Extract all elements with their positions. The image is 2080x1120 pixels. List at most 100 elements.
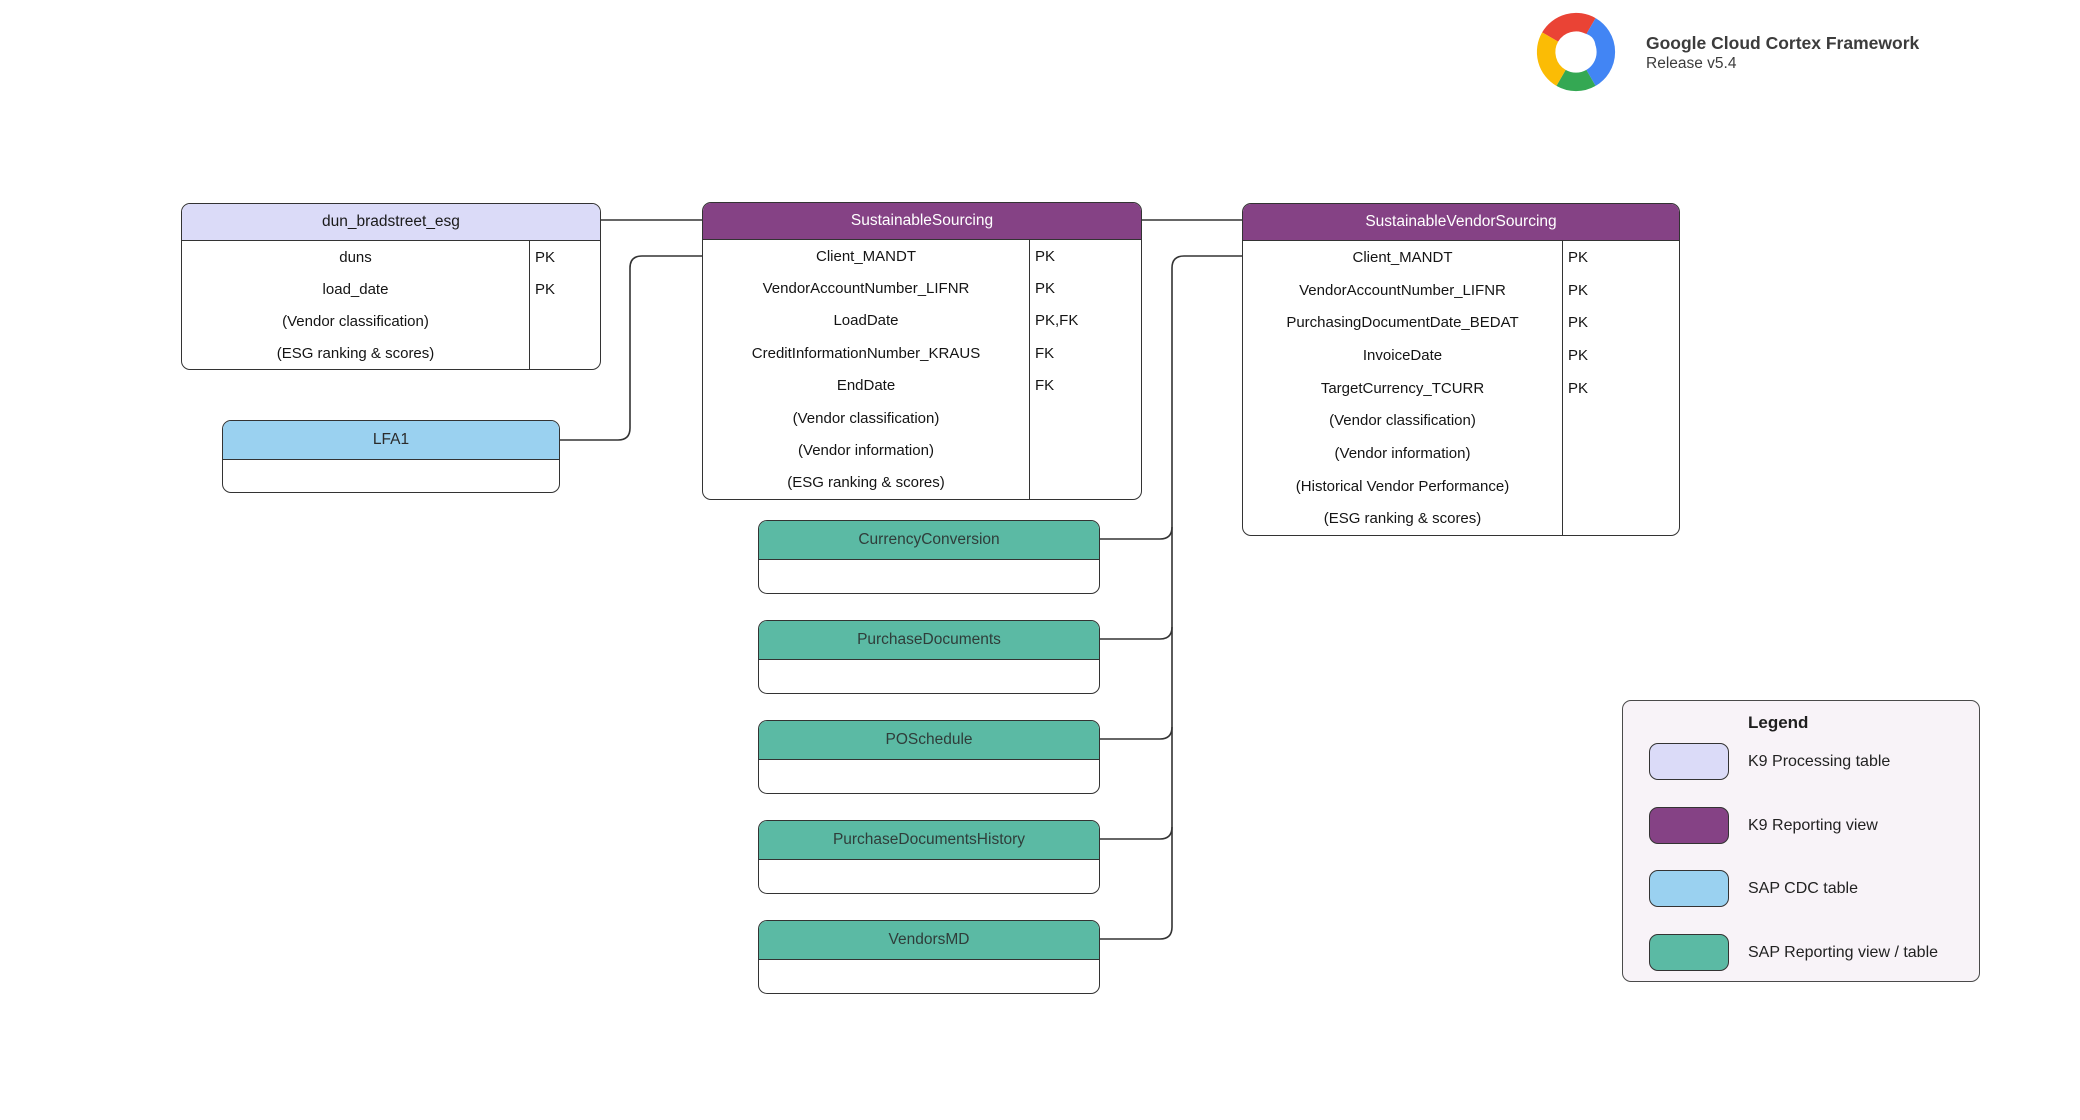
table-row: duns PK bbox=[182, 241, 600, 273]
table-body-empty bbox=[759, 560, 1099, 593]
field-key-flag bbox=[529, 305, 600, 337]
field-name: InvoiceDate bbox=[1362, 346, 1443, 364]
table-row: VendorAccountNumber_LIFNR PK bbox=[703, 272, 1141, 305]
table-row: PurchasingDocumentDate_BEDAT PK bbox=[1243, 306, 1679, 340]
field-name: LoadDate bbox=[833, 312, 899, 330]
field-key-flag bbox=[1562, 502, 1679, 535]
legend-item: SAP Reporting view / table bbox=[1623, 934, 1979, 972]
field-key-flag bbox=[529, 337, 600, 369]
table-row: (Vendor information) bbox=[703, 434, 1141, 467]
field-key-flag: PK bbox=[529, 273, 600, 305]
field-name: load_date bbox=[322, 280, 389, 298]
table-row: EndDate FK bbox=[703, 369, 1141, 402]
field-name: VendorAccountNumber_LIFNR bbox=[762, 280, 970, 298]
field-name: (Historical Vendor Performance) bbox=[1295, 477, 1510, 495]
field-key-flag: PK bbox=[1562, 306, 1679, 340]
legend-swatch-k9_processing bbox=[1649, 743, 1729, 780]
legend-item: K9 Processing table bbox=[1623, 743, 1979, 781]
field-name: PurchasingDocumentDate_BEDAT bbox=[1286, 314, 1519, 332]
table-lfa1: LFA1 bbox=[222, 420, 560, 493]
table-row: (Vendor classification) bbox=[703, 401, 1141, 435]
table-body-empty bbox=[759, 860, 1099, 893]
table-poschedule: POSchedule bbox=[758, 720, 1100, 794]
field-name: (Vendor classification) bbox=[282, 312, 429, 330]
field-key-flag: PK bbox=[1029, 272, 1141, 305]
field-key-flag bbox=[1562, 437, 1679, 470]
field-key-flag: PK bbox=[1562, 241, 1679, 274]
table-header-dun-bradstreet-esg: dun_bradstreet_esg bbox=[182, 204, 600, 241]
field-name: CreditInformationNumber_KRAUS bbox=[751, 344, 981, 362]
field-key-flag: FK bbox=[1029, 369, 1141, 402]
edge-trunk-vendorsmd bbox=[1100, 255, 1242, 940]
field-name: EndDate bbox=[836, 377, 896, 395]
table-row: (ESG ranking & scores) bbox=[703, 466, 1141, 499]
table-vendorsmd: VendorsMD bbox=[758, 920, 1100, 994]
field-key-flag: PK bbox=[529, 241, 600, 273]
brand-header: Google Cloud Cortex Framework Release v5… bbox=[1524, 8, 1919, 96]
field-key-flag bbox=[1562, 469, 1679, 503]
field-key-flag bbox=[1562, 404, 1679, 438]
table-row: (ESG ranking & scores) bbox=[182, 337, 600, 369]
table-header-currencyconversion: CurrencyConversion bbox=[759, 521, 1099, 560]
table-header-vendorsmd: VendorsMD bbox=[759, 921, 1099, 960]
field-name: duns bbox=[339, 248, 372, 266]
field-name: Client_MANDT bbox=[815, 247, 917, 265]
edge-lfa1-sustainablesourcing bbox=[560, 255, 702, 441]
table-header-sustainablesourcing: SustainableSourcing bbox=[703, 203, 1141, 240]
field-key-flag bbox=[1029, 434, 1141, 467]
legend-title: Legend bbox=[1748, 713, 1809, 732]
table-body-empty bbox=[759, 660, 1099, 693]
brand-title: Google Cloud Cortex Framework bbox=[1646, 32, 1920, 53]
table-row: (Vendor classification) bbox=[1243, 404, 1679, 438]
field-key-flag bbox=[1029, 401, 1141, 435]
legend-item: SAP CDC table bbox=[1623, 870, 1979, 908]
table-purchasedocumentshistory: PurchaseDocumentsHistory bbox=[758, 820, 1100, 894]
table-row: (Historical Vendor Performance) bbox=[1243, 469, 1679, 503]
table-header-lfa1: LFA1 bbox=[223, 421, 559, 460]
legend-label: K9 Processing table bbox=[1748, 752, 1891, 770]
field-name: VendorAccountNumber_LIFNR bbox=[1299, 281, 1506, 299]
edge-purchasedocumentshistory-trunk bbox=[1100, 826, 1173, 840]
field-key-flag: PK bbox=[1562, 371, 1679, 405]
table-row: (ESG ranking & scores) bbox=[1243, 502, 1679, 535]
legend-item: K9 Reporting view bbox=[1623, 807, 1979, 845]
legend-label: SAP CDC table bbox=[1748, 879, 1858, 897]
table-row: VendorAccountNumber_LIFNR PK bbox=[1243, 273, 1679, 307]
table-header-purchasedocuments: PurchaseDocuments bbox=[759, 621, 1099, 660]
brand-release-version: Release v5.4 bbox=[1646, 55, 1737, 73]
table-purchasedocuments: PurchaseDocuments bbox=[758, 620, 1100, 694]
field-key-flag bbox=[1029, 466, 1141, 499]
table-row: (Vendor information) bbox=[1243, 437, 1679, 470]
field-name: (Vendor information) bbox=[1334, 444, 1471, 462]
field-name: (Vendor classification) bbox=[792, 409, 940, 427]
table-row: Client_MANDT PK bbox=[703, 240, 1141, 273]
table-header-sustainablevendorsourcing: SustainableVendorSourcing bbox=[1243, 204, 1679, 241]
field-name: (ESG ranking & scores) bbox=[276, 344, 435, 362]
table-currencyconversion: CurrencyConversion bbox=[758, 520, 1100, 594]
field-key-flag: PK bbox=[1029, 240, 1141, 273]
table-header-purchasedocumentshistory: PurchaseDocumentsHistory bbox=[759, 821, 1099, 860]
legend-label: SAP Reporting view / table bbox=[1748, 943, 1939, 961]
table-row: (Vendor classification) bbox=[182, 305, 600, 337]
field-name: (Vendor information) bbox=[798, 441, 934, 459]
legend-swatch-sap_reporting bbox=[1649, 934, 1729, 971]
field-name: (Vendor classification) bbox=[1329, 412, 1476, 430]
field-key-flag: PK bbox=[1562, 339, 1679, 372]
table-row: load_date PK bbox=[182, 273, 600, 305]
table-body-empty bbox=[759, 960, 1099, 993]
legend-swatch-k9_reporting bbox=[1649, 807, 1729, 844]
table-row: InvoiceDate PK bbox=[1243, 339, 1679, 372]
table-body-empty bbox=[223, 460, 559, 492]
brand-text: Google Cloud Cortex Framework Release v5… bbox=[1646, 33, 1919, 76]
field-key-flag: PK bbox=[1562, 273, 1679, 307]
